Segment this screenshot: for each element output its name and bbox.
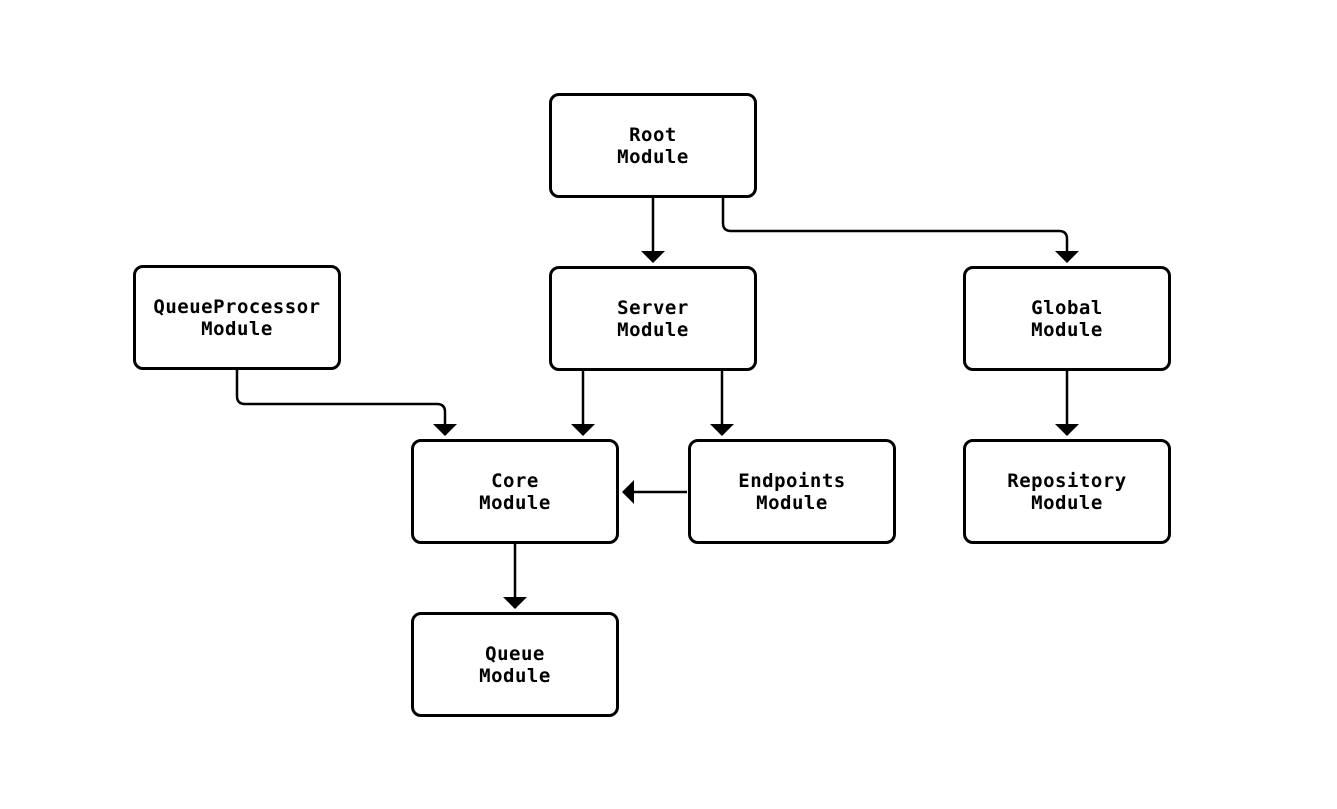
node-label: Queue Module [479,642,551,687]
node-repository-module: Repository Module [963,439,1171,544]
node-core-module: Core Module [411,439,619,544]
node-queueprocessor-module: QueueProcessor Module [133,265,341,370]
node-label: Server Module [617,296,689,341]
node-label: QueueProcessor Module [153,295,321,340]
node-root-module: Root Module [549,93,757,198]
node-label: Core Module [479,469,551,514]
node-global-module: Global Module [963,266,1171,371]
node-server-module: Server Module [549,266,757,371]
edge-root-to-global [721,198,1079,263]
node-queue-module: Queue Module [411,612,619,717]
edges-group [235,198,1079,609]
node-label: Endpoints Module [738,469,846,514]
node-endpoints-module: Endpoints Module [688,439,896,544]
node-label: Global Module [1031,296,1103,341]
edge-queueprocessor-to-core [235,370,457,436]
node-label: Root Module [617,123,689,168]
node-label: Repository Module [1007,469,1127,514]
